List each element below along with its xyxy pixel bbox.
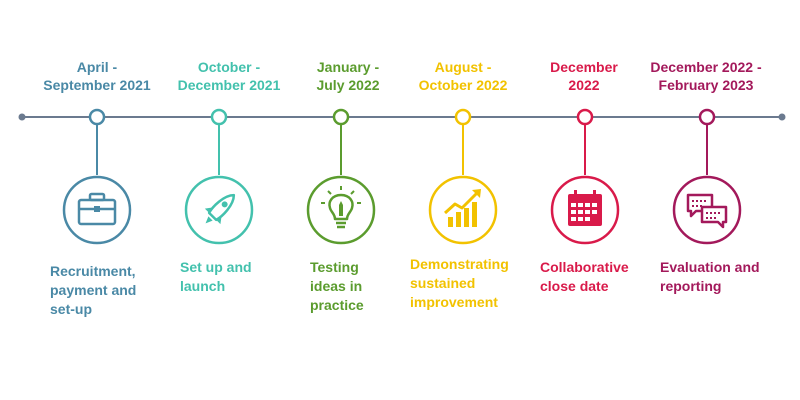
stage-6-date: December 2022 - February 2023	[650, 59, 762, 93]
milestone-node-3	[332, 108, 350, 126]
milestone-node-5	[576, 108, 594, 126]
stage-2-description: Set up and launch	[180, 259, 252, 294]
stage-5-description: Collaborative close date	[540, 259, 629, 294]
axis-end-dot	[778, 113, 786, 121]
stage-5-date: December 2022	[550, 59, 618, 93]
chat-bubbles-icon	[672, 175, 742, 245]
stage-2-date: October - December 2021	[177, 59, 281, 93]
stage-6-description: Evaluation and reporting	[660, 259, 760, 294]
milestone-node-6	[698, 108, 716, 126]
axis-start-dot	[18, 113, 26, 121]
stage-4-description: Demonstrating sustained improvement	[410, 256, 509, 310]
milestone-node-4	[454, 108, 472, 126]
calendar-icon	[550, 175, 620, 245]
briefcase-icon	[62, 175, 132, 245]
stage-3-description: Testing ideas in practice	[310, 259, 364, 313]
stage-1-date: April - September 2021	[43, 59, 151, 93]
rocket-icon	[184, 175, 254, 245]
stage-3-date: January - July 2022	[316, 59, 380, 93]
stage-4-date: August - October 2022	[418, 59, 508, 93]
lightbulb-icon	[306, 175, 376, 245]
stage-1-description: Recruitment, payment and set-up	[50, 263, 137, 317]
milestone-node-1	[88, 108, 106, 126]
milestone-node-2	[210, 108, 228, 126]
growth-chart-icon	[428, 175, 498, 245]
